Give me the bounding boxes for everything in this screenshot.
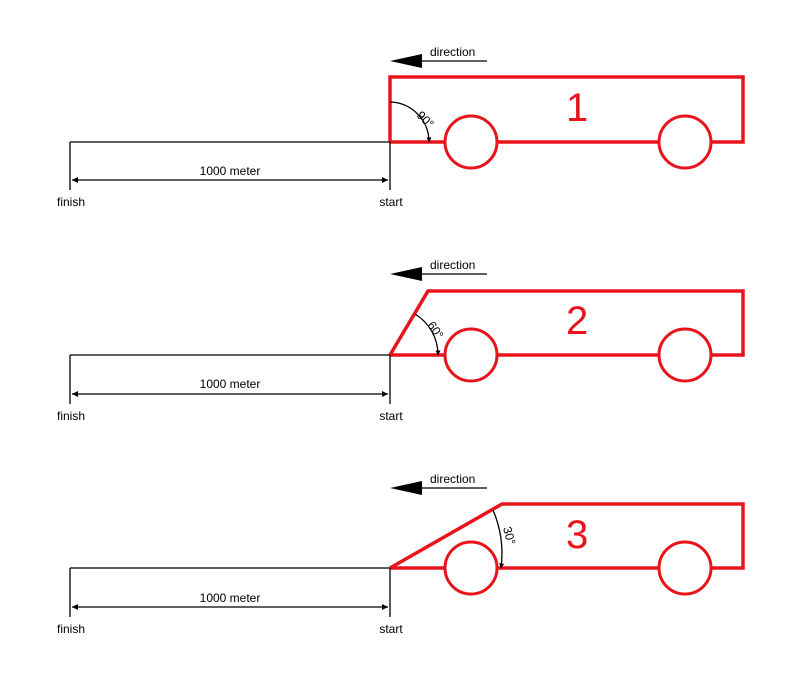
angle-arc (389, 101, 432, 143)
finish-label: finish (57, 195, 85, 209)
car-3 (389, 502, 745, 596)
distance-label: 1000 meter (200, 164, 261, 178)
distance-label: 1000 meter (200, 591, 261, 605)
start-label: start (379, 409, 403, 423)
angle-arc (414, 313, 441, 356)
track (69, 141, 391, 190)
scenario-3: direction 3 30° 1000 meter finish start (57, 472, 745, 636)
front-wheel (443, 327, 499, 383)
car-number: 2 (566, 299, 588, 343)
direction-label: direction (430, 45, 475, 59)
scenario-1: direction 1 90° 1000 meter finish start (57, 45, 745, 209)
finish-label: finish (57, 622, 85, 636)
track (69, 354, 391, 404)
direction-arrow (390, 481, 487, 495)
rear-wheel (657, 327, 713, 383)
start-label: start (379, 195, 403, 209)
car-2 (388, 289, 745, 383)
rear-wheel (657, 114, 713, 170)
front-wheel (443, 540, 499, 596)
angle-label: 30° (500, 525, 518, 546)
rear-wheel (657, 540, 713, 596)
angle-label: 90° (414, 108, 437, 131)
scenario-2: direction 2 60° 1000 meter finish start (57, 258, 745, 423)
direction-arrow (390, 267, 487, 281)
track (69, 567, 391, 617)
car-number: 1 (566, 86, 588, 130)
front-wheel (443, 114, 499, 170)
start-label: start (379, 622, 403, 636)
car-1 (388, 75, 745, 170)
car-number: 3 (566, 513, 588, 557)
finish-label: finish (57, 409, 85, 423)
direction-arrow (390, 54, 487, 68)
direction-label: direction (430, 258, 475, 272)
angle-arc (492, 509, 505, 569)
direction-label: direction (430, 472, 475, 486)
angle-label: 60° (425, 319, 447, 342)
distance-label: 1000 meter (200, 377, 261, 391)
